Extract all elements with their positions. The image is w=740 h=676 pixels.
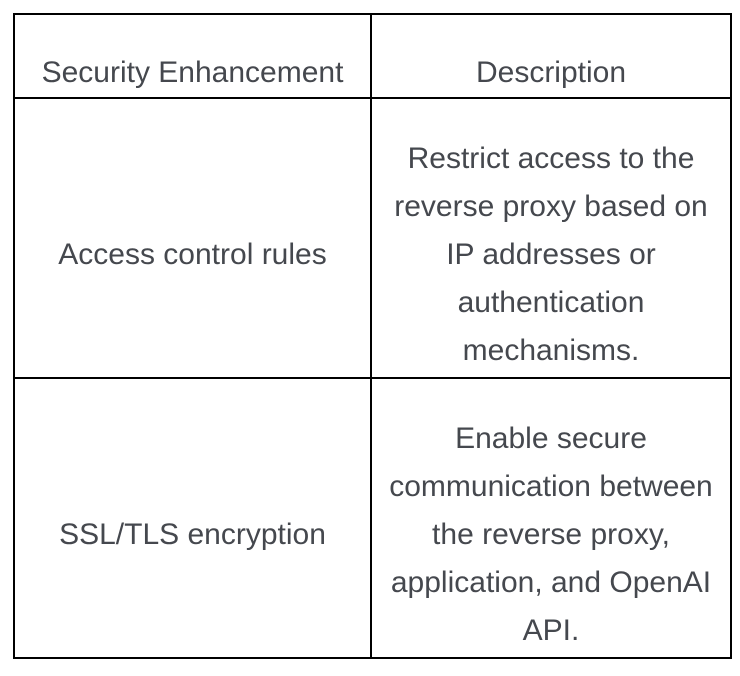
table-row: SSL/TLS encryption Enable secure communi… <box>13 377 732 659</box>
enhancement-label: SSL/TLS encryption <box>59 518 326 551</box>
enhancement-cell: Access control rules <box>13 97 372 379</box>
enhancement-cell: SSL/TLS encryption <box>13 377 372 659</box>
description-text: Enable secure communication between the … <box>389 422 713 647</box>
column-header-description: Description <box>370 13 732 99</box>
column-header-label: Description <box>475 56 627 89</box>
column-header-label: Security Enhancement <box>41 56 344 89</box>
description-cell: Restrict access to the reverse proxy bas… <box>370 97 732 379</box>
security-enhancements-table: Security Enhancement Description Access … <box>13 13 732 659</box>
table-row: Access control rules Restrict access to … <box>13 97 732 379</box>
enhancement-label: Access control rules <box>58 238 327 271</box>
column-header-security-enhancement: Security Enhancement <box>13 13 372 99</box>
table-header-row: Security Enhancement Description <box>13 13 732 99</box>
description-text: Restrict access to the reverse proxy bas… <box>394 142 708 367</box>
description-cell: Enable secure communication between the … <box>370 377 732 659</box>
